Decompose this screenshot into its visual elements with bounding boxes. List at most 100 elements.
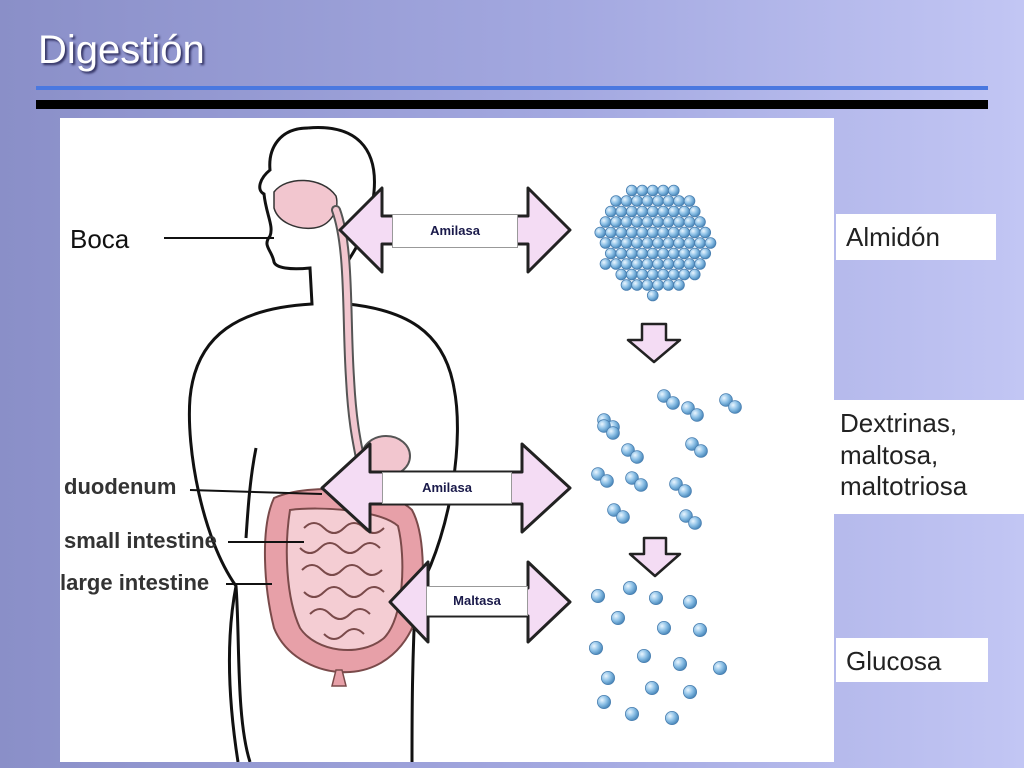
label-duodenum: duodenum (64, 474, 177, 499)
down-arrow-1 (626, 322, 682, 364)
bead (678, 226, 691, 239)
bead (699, 247, 712, 260)
bead (646, 247, 659, 260)
bead (683, 195, 696, 207)
product-label-starch: Almidón (836, 214, 996, 260)
bead (673, 237, 685, 249)
bead (620, 258, 633, 270)
bead (683, 685, 698, 700)
bead (652, 195, 664, 207)
bead (625, 268, 638, 281)
bead (636, 268, 649, 281)
bead (688, 268, 701, 281)
bead (713, 661, 728, 676)
bead (645, 681, 660, 696)
bead (591, 588, 606, 603)
bead (699, 226, 712, 239)
bead (630, 450, 644, 464)
label-small-intestine: small intestine (64, 528, 217, 553)
bead (625, 226, 638, 239)
bead (678, 484, 692, 498)
bead (625, 471, 639, 485)
small-intestine (285, 507, 404, 651)
bead (637, 649, 652, 664)
bead (669, 477, 683, 491)
bead (694, 258, 706, 270)
bead (666, 396, 680, 410)
bead (652, 279, 664, 291)
rectum (331, 669, 347, 687)
bead (631, 258, 643, 270)
bead (662, 237, 675, 249)
bead (631, 216, 643, 228)
bead (631, 237, 643, 249)
intestine-coils (299, 522, 385, 640)
bead (679, 509, 693, 523)
bead (604, 247, 617, 260)
bead (646, 289, 659, 302)
bead (673, 216, 685, 228)
title-rule-blue (36, 86, 988, 90)
bead (616, 510, 630, 524)
bead (641, 258, 654, 270)
bead (631, 279, 643, 291)
enzyme-label-maltase: Maltasa (426, 586, 528, 616)
bead (646, 268, 659, 281)
digestion-figure: Boca duodenum small intestine large inte… (60, 118, 834, 762)
down-arrow-2 (628, 536, 682, 578)
bead (667, 268, 680, 281)
bead (615, 268, 628, 281)
bead (662, 258, 675, 270)
starch-bead-cluster (594, 184, 717, 302)
bead (681, 401, 695, 415)
bead (636, 247, 649, 260)
bead (610, 237, 622, 249)
mouth-cavity (273, 179, 338, 230)
bead (683, 216, 696, 228)
glucose-beads (589, 580, 728, 726)
bead (646, 184, 659, 197)
bead (599, 258, 612, 270)
bead (673, 657, 688, 672)
bead (652, 216, 664, 228)
bead (652, 258, 664, 270)
bead (604, 205, 617, 218)
digestion-diagram (164, 126, 742, 762)
enzyme-label-amylase-mouth: Amilasa (392, 214, 518, 248)
bead (641, 279, 654, 291)
product-label-dextrins: Dextrinas, maltosa, maltotriosa (830, 400, 1024, 514)
bead (667, 247, 680, 260)
bead (606, 426, 620, 440)
bead (688, 247, 701, 260)
bead (688, 226, 701, 239)
bead (625, 247, 638, 260)
bead (591, 467, 605, 481)
bead (636, 205, 649, 218)
bead (646, 205, 659, 218)
bead (667, 226, 680, 239)
bead (625, 184, 638, 197)
bead (620, 195, 633, 207)
bead (641, 237, 654, 249)
body-outline (187, 126, 314, 762)
bead (623, 580, 638, 595)
bead (657, 247, 670, 260)
bead (621, 443, 635, 457)
bead (683, 237, 696, 249)
bead (728, 400, 742, 414)
bead (646, 226, 659, 239)
bead (673, 279, 685, 291)
bead (662, 279, 675, 291)
bead (678, 247, 691, 260)
bead (662, 216, 675, 228)
bead (615, 247, 628, 260)
product-label-glucose: Glucosa (836, 638, 988, 682)
label-large-intestine: large intestine (60, 570, 210, 595)
bead (657, 620, 672, 635)
bead (620, 237, 633, 249)
bead (599, 216, 612, 228)
bead (604, 226, 617, 239)
bead (631, 195, 643, 207)
bead (657, 226, 670, 239)
bead (610, 216, 622, 228)
